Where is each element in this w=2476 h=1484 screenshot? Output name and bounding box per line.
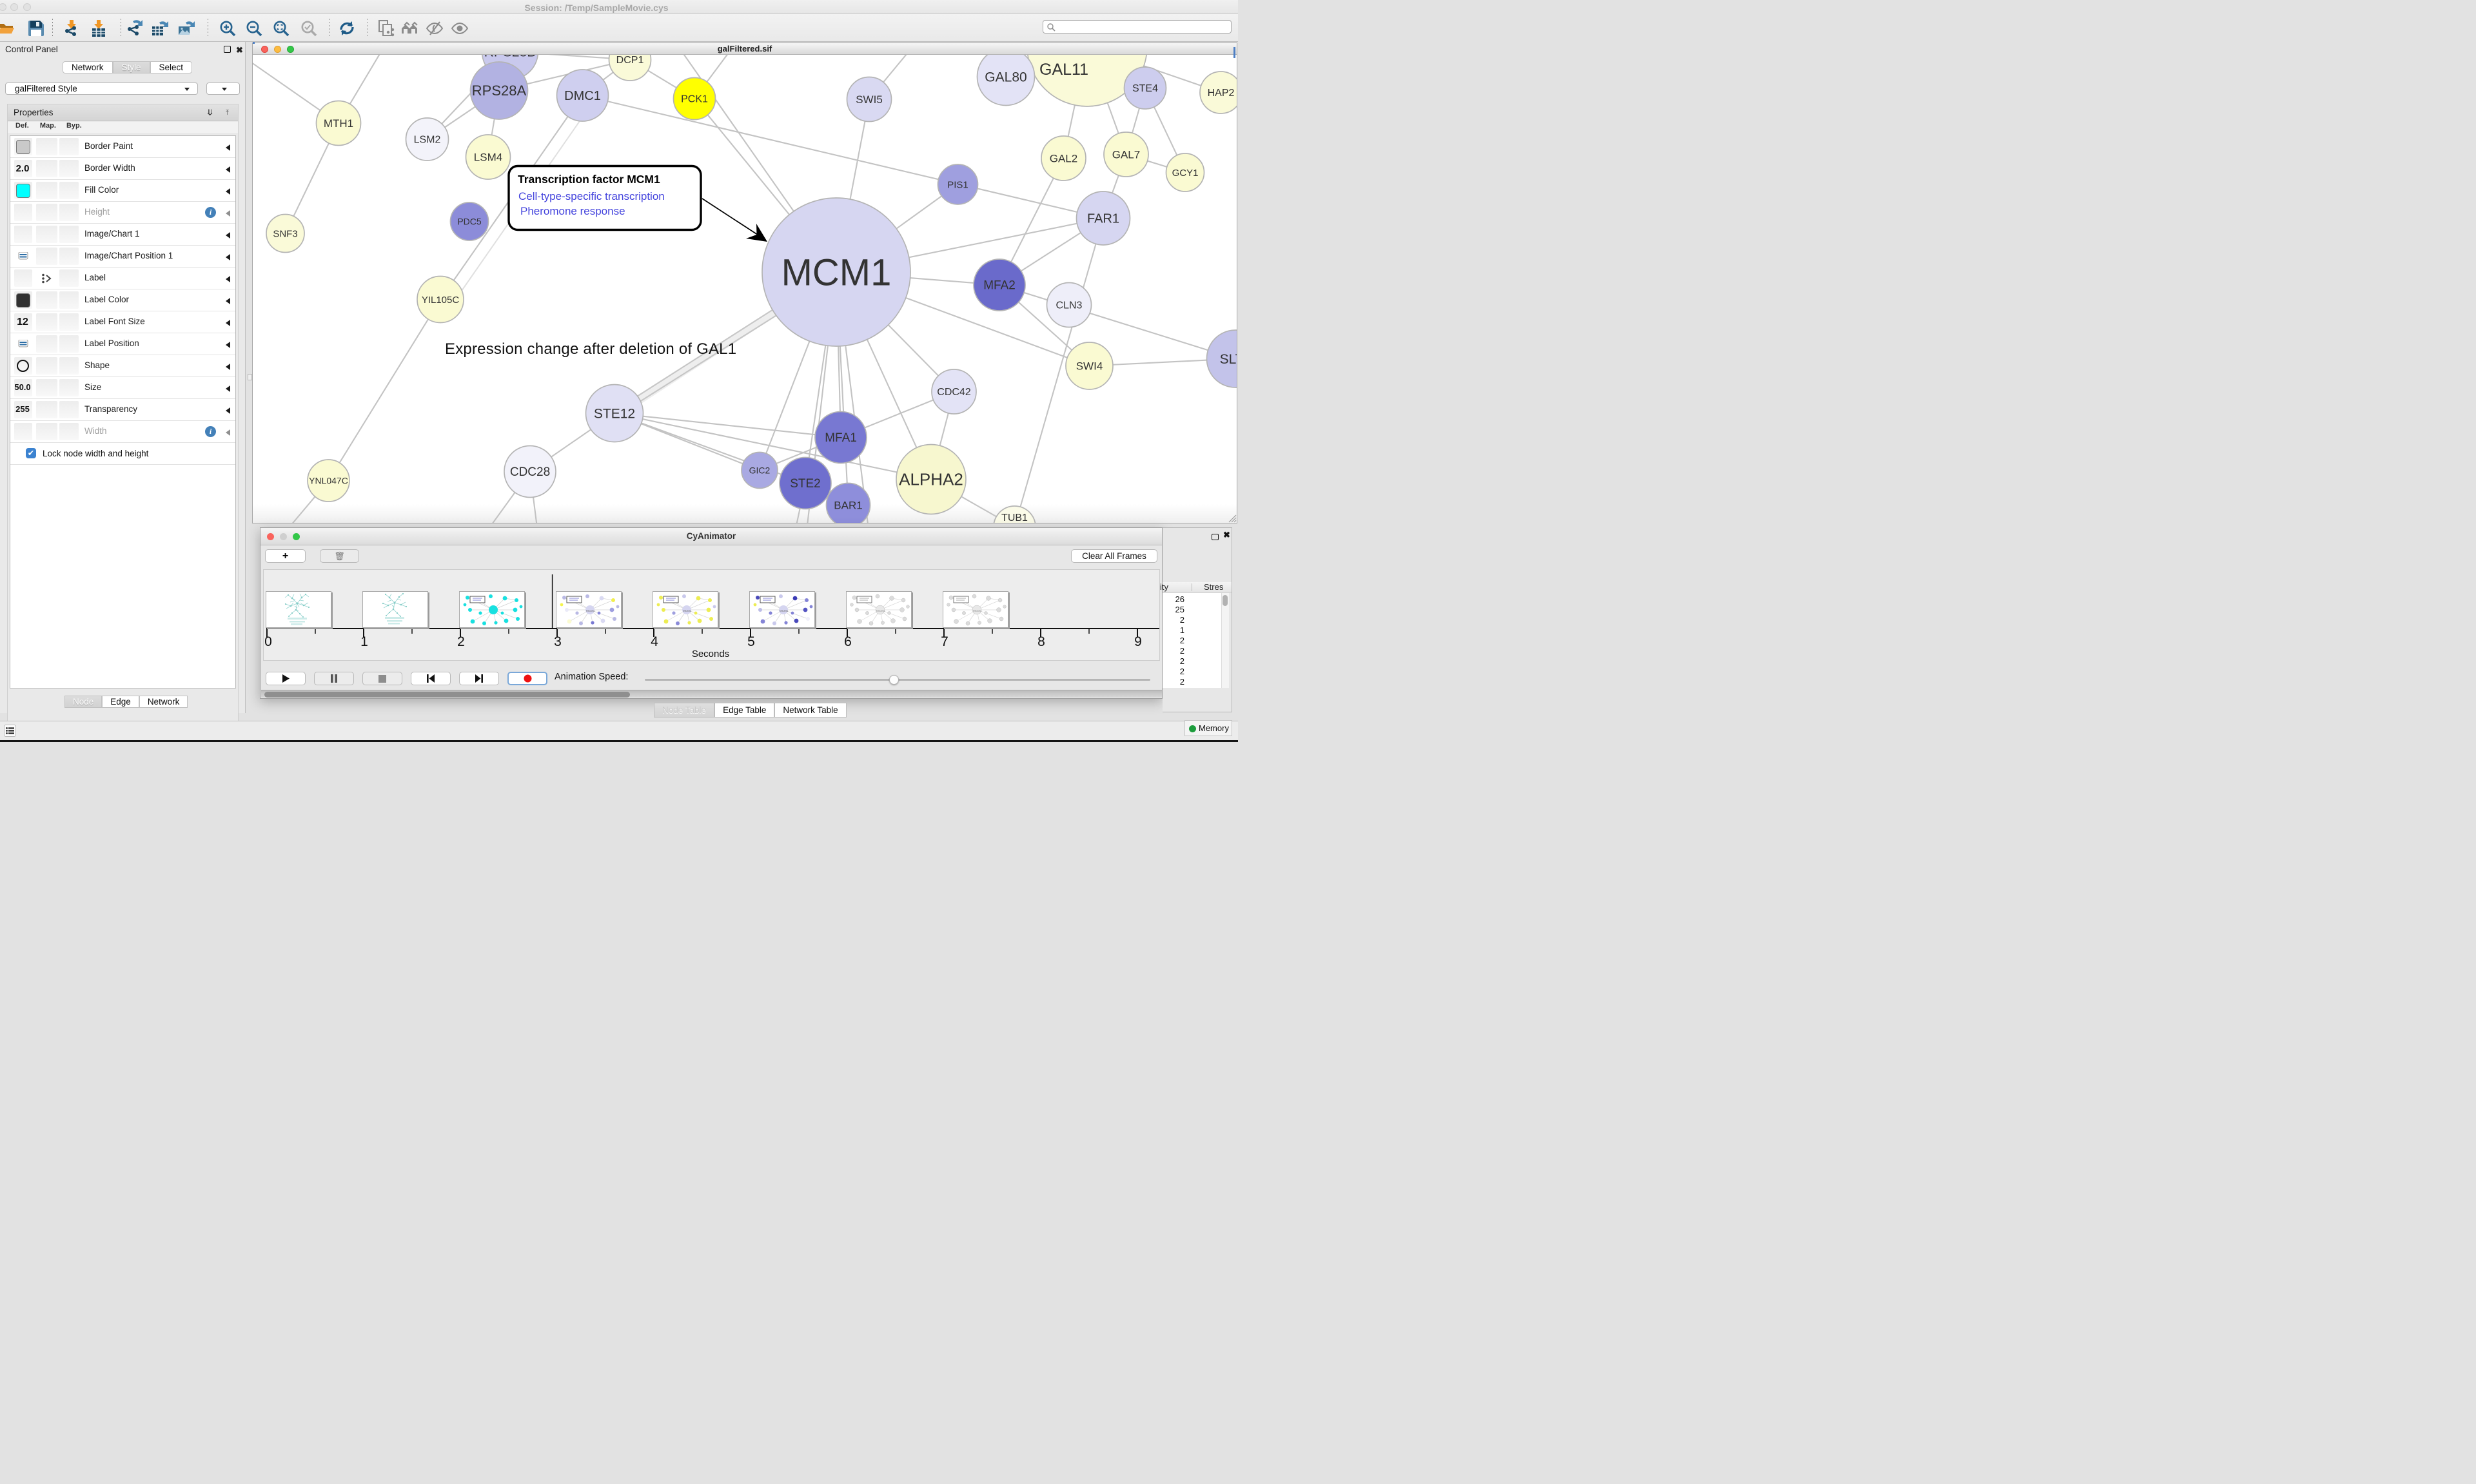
svg-text:MCM1: MCM1 [586,609,595,612]
svg-text:Transcription factor MCM1: Transcription factor MCM1 [518,173,660,186]
svg-text:DMC1: DMC1 [564,89,601,103]
svg-text:5: 5 [747,634,755,649]
svg-text:YIL105C: YIL105C [422,295,460,306]
svg-text:STE2: STE2 [790,477,821,491]
svg-text:CDC28: CDC28 [510,465,550,479]
svg-text:GIC2: GIC2 [749,465,771,475]
svg-text:MCM1: MCM1 [973,609,982,612]
svg-text:ALPHA2: ALPHA2 [899,470,963,489]
svg-text:LSM2: LSM2 [414,135,441,146]
svg-text:Cell-type-specific transcripti: Cell-type-specific transcription [518,190,665,202]
svg-text:MTH1: MTH1 [324,117,353,130]
svg-text:2: 2 [457,634,465,649]
svg-text:GAL7: GAL7 [1112,148,1140,161]
svg-text:3: 3 [554,634,562,649]
svg-text:PCK1: PCK1 [681,94,708,105]
svg-text:MFA2: MFA2 [983,279,1016,293]
svg-text:Expression change after deleti: Expression change after deletion of GAL1 [445,340,736,358]
svg-text:SLT2: SLT2 [1220,352,1237,367]
svg-text:STE4: STE4 [1132,83,1158,94]
svg-text:SWI5: SWI5 [856,93,883,106]
svg-text:LSM4: LSM4 [474,151,502,163]
svg-text:RPS28B: RPS28B [484,55,536,59]
svg-text:6: 6 [844,634,852,649]
svg-text:CDC42: CDC42 [937,387,971,398]
svg-text:HAP2: HAP2 [1208,88,1235,99]
svg-text:DCP1: DCP1 [616,55,644,66]
svg-text:SWI4: SWI4 [1076,360,1103,372]
svg-text:MCM1: MCM1 [876,609,885,612]
svg-text:GAL80: GAL80 [985,70,1027,84]
svg-text:PIS1: PIS1 [947,179,968,190]
svg-text:SNF3: SNF3 [273,228,297,239]
svg-text:FAR1: FAR1 [1087,212,1119,226]
svg-text:YNL047C: YNL047C [309,475,348,485]
svg-text:0: 0 [264,634,272,649]
svg-text:PDC5: PDC5 [457,216,482,226]
svg-text:9: 9 [1134,634,1142,649]
svg-text:STE12: STE12 [594,406,635,421]
svg-text:GCY1: GCY1 [1172,168,1199,179]
svg-text:GAL11: GAL11 [1039,61,1088,79]
svg-text:BAR1: BAR1 [834,499,862,511]
svg-text:4: 4 [651,634,658,649]
svg-text:8: 8 [1037,634,1045,649]
svg-text:MCM1: MCM1 [683,609,692,612]
svg-text:TUB1: TUB1 [1001,513,1028,523]
svg-text:MCM1: MCM1 [781,251,892,293]
svg-text:RPS28A: RPS28A [472,83,527,99]
svg-text:MFA1: MFA1 [825,431,857,445]
svg-text:7: 7 [941,634,948,649]
svg-text:1: 1 [360,634,368,649]
svg-text:Pheromone response: Pheromone response [520,205,625,217]
svg-text:GAL2: GAL2 [1050,152,1077,164]
svg-text:MCM1: MCM1 [780,609,789,612]
svg-text:CLN3: CLN3 [1056,300,1083,311]
svg-text:Seconds: Seconds [692,649,729,659]
